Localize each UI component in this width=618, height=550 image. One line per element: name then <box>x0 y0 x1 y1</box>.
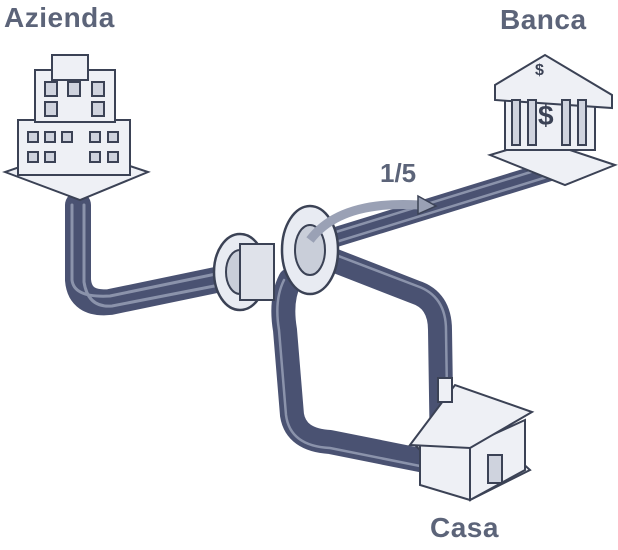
bank-dollar-main: $ <box>538 100 554 131</box>
bank-label: Banca <box>500 4 587 35</box>
home-label: Casa <box>430 512 499 543</box>
home-icon <box>408 377 535 502</box>
company-building-icon <box>2 54 151 202</box>
pipe-loop-to-home <box>271 243 454 474</box>
company-label: Azienda <box>4 2 115 33</box>
pipe-company-to-coupling <box>65 192 253 316</box>
bank-icon <box>486 53 618 187</box>
ratio-label: 1/5 <box>380 158 417 188</box>
split-arrow <box>306 194 438 243</box>
coupling-left <box>212 232 275 312</box>
bank-dollar-top: $ <box>535 62 544 79</box>
